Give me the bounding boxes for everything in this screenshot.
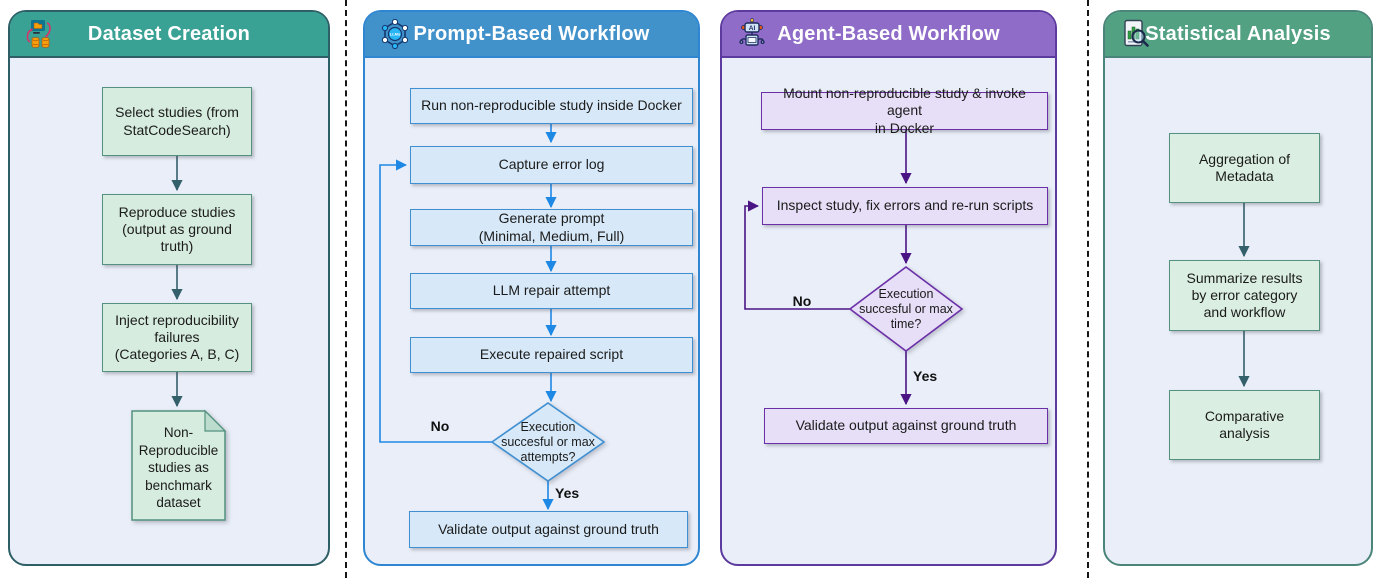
panel-header: Statistical Analysis (1105, 12, 1371, 58)
panel-header: AI Agent-Based Workflow (722, 12, 1055, 58)
node-llm-repair-attempt: LLM repair attempt (410, 273, 693, 309)
panel-prompt-based-workflow: LLMs Prompt-Based Workflow Run non-repr (363, 10, 700, 566)
node-execute-repaired-script: Execute repaired script (410, 337, 693, 373)
section-divider (345, 0, 347, 578)
node-mount-study-invoke-agent: Mount non-reproducible study & invoke ag… (761, 85, 1048, 136)
panel-title: Agent-Based Workflow (777, 23, 1000, 45)
llm-network-icon: LLMs (381, 18, 409, 50)
node-inject-failures: Inject reproducibility failures (Categor… (102, 303, 252, 372)
node-validate-output: Validate output against ground truth (764, 408, 1048, 444)
node-reproduce-studies: Reproduce studies (output as ground trut… (102, 194, 252, 265)
edge-label-yes: Yes (555, 485, 580, 501)
edge-label-no: No (792, 293, 812, 309)
node-inspect-fix-rerun: Inspect study, fix errors and re-run scr… (762, 187, 1048, 225)
panel-agent-based-workflow: AI Agent-Based Workflow (720, 10, 1057, 566)
edge-label-no: No (430, 418, 450, 434)
ai-icon-text: AI (749, 25, 756, 32)
node-summarize-results: Summarize results by error category and … (1169, 260, 1320, 331)
panel-statistical-analysis: Statistical Analysis Aggregation of Meta… (1103, 10, 1373, 566)
node-benchmark-dataset: Non- Reproducible studies as benchmark d… (138, 425, 219, 511)
node-validate-output: Validate output against ground truth (409, 511, 688, 548)
node-select-studies: Select studies (from StatCodeSearch) (102, 87, 252, 156)
node-run-study-docker: Run non-reproducible study inside Docker (410, 88, 693, 124)
panel-dataset-creation: Dataset Creation Select studies (from St… (8, 10, 330, 566)
node-generate-prompt: Generate prompt (Minimal, Medium, Full) (410, 209, 693, 246)
section-divider (1087, 0, 1089, 578)
panel-title: Prompt-Based Workflow (413, 23, 650, 45)
edge-label-yes: Yes (913, 368, 938, 384)
panel-header: Dataset Creation (10, 12, 328, 58)
node-decision-attempts: Execution succesful or max attempts? (501, 419, 595, 464)
data-pipeline-icon (26, 20, 51, 48)
panel-header: LLMs Prompt-Based Workflow (365, 12, 698, 58)
ai-robot-icon: AI (739, 18, 765, 46)
node-decision-time: Execution succesful or max time? (859, 286, 953, 331)
panel-title: Statistical Analysis (1145, 23, 1331, 45)
node-comparative-analysis: Comparative analysis (1169, 390, 1320, 460)
node-capture-error-log: Capture error log (410, 146, 693, 184)
panel-title: Dataset Creation (87, 23, 251, 45)
chart-magnifier-icon (1124, 19, 1149, 47)
llm-icon-text: LLMs (390, 32, 401, 37)
node-aggregation-metadata: Aggregation of Metadata (1169, 133, 1320, 203)
